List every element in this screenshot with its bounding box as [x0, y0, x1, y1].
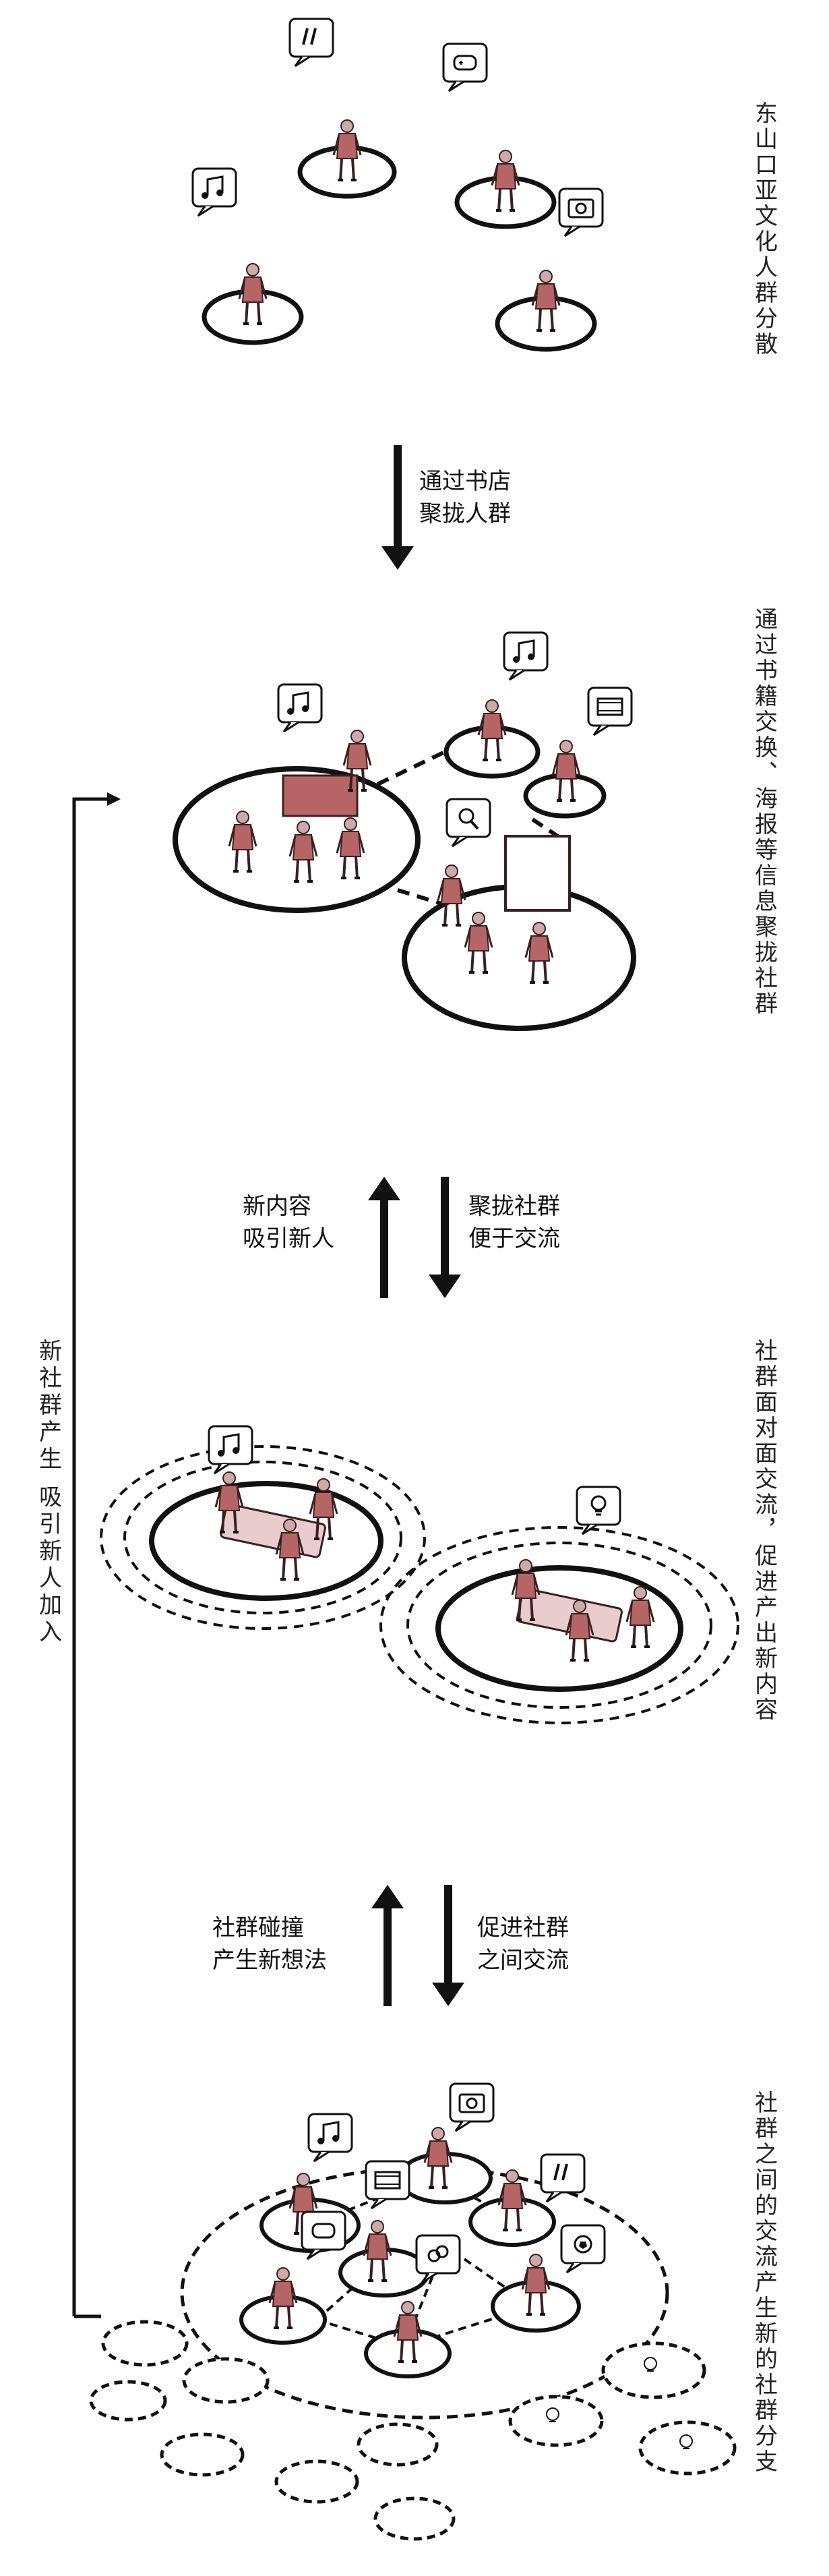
feedback-loop-label: 新社群产生 吸引新人加入	[34, 1339, 62, 1647]
game-controller-icon	[301, 2211, 346, 2260]
transition1-down-label: 通过书店 聚拢人群	[419, 465, 511, 530]
feedback-loop-arrow	[72, 792, 121, 2318]
quote-marks-icon	[540, 2153, 586, 2203]
platform-ellipse	[523, 773, 607, 819]
network-boundary	[180, 2166, 669, 2420]
game-controller-icon	[442, 42, 488, 92]
transition2-down-label: 聚拢社群 便于交流	[468, 1190, 560, 1255]
chain-link-icon	[415, 2234, 461, 2284]
stage3-caption: 社群面对面交流，促进产出新内容	[750, 1339, 778, 1723]
stage1-caption: 东山口亚文化人群分散	[750, 101, 778, 357]
transition3-up-label: 社群碰撞 产生新想法	[212, 1912, 327, 1977]
transition3-up-line2: 产生新想法	[212, 1947, 327, 1974]
stage3-face-to-face	[100, 1425, 739, 1724]
camera-icon	[449, 2082, 495, 2132]
camera-icon	[558, 187, 604, 237]
arrow-down-2	[429, 1177, 461, 1298]
influence-ring	[100, 1445, 426, 1630]
transition1-down-line1: 通过书店	[419, 468, 511, 495]
arrow-up-3	[371, 1885, 404, 2006]
transition3-down-label: 促进社群 之间交流	[477, 1912, 569, 1977]
stage2-gathering	[173, 631, 636, 1031]
arrow-up-2	[368, 1177, 400, 1298]
quote-marks-icon	[288, 18, 334, 67]
transition2-down-line2: 便于交流	[468, 1225, 560, 1252]
arrow-down-1	[381, 445, 414, 570]
transition3-up-line1: 社群碰撞	[212, 1914, 304, 1941]
transition2-down-line1: 聚拢社群	[468, 1193, 560, 1220]
music-note-icon	[307, 2113, 353, 2163]
music-note-icon	[277, 683, 323, 733]
film-strip-icon	[365, 2160, 410, 2210]
music-note-icon	[503, 631, 549, 681]
transition2-up-line1: 新内容	[243, 1193, 311, 1220]
stage4-caption: 社群之间的交流产生新的社群分支	[750, 2090, 778, 2475]
transition3-down-line1: 促进社群	[477, 1914, 569, 1941]
light-bulb-icon	[546, 2357, 693, 2449]
transition2-up-label: 新内容 吸引新人	[243, 1190, 334, 1255]
music-note-icon	[191, 167, 237, 217]
stage1-scattered-groups	[191, 18, 604, 352]
influence-ring	[379, 1526, 739, 1724]
stage4-network	[89, 2082, 737, 2541]
film-strip-icon	[587, 686, 633, 736]
football-icon	[560, 2224, 606, 2274]
arrow-down-3	[432, 1885, 464, 2006]
influence-ring	[123, 1461, 402, 1614]
light-bulb-icon	[576, 1486, 621, 1535]
music-note-icon	[208, 1425, 253, 1475]
bookshelf	[282, 774, 359, 817]
branch-communities	[89, 2320, 737, 2541]
influence-ring	[406, 1542, 712, 1709]
transition2-up-line2: 吸引新人	[243, 1225, 334, 1252]
stage2-caption: 通过书籍交换、海报等信息聚拢社群	[750, 607, 778, 1017]
magnifier-icon	[446, 798, 491, 848]
poster-board	[504, 835, 571, 912]
transition3-down-line2: 之间交流	[477, 1947, 569, 1974]
transition1-down-line2: 聚拢人群	[419, 500, 511, 527]
